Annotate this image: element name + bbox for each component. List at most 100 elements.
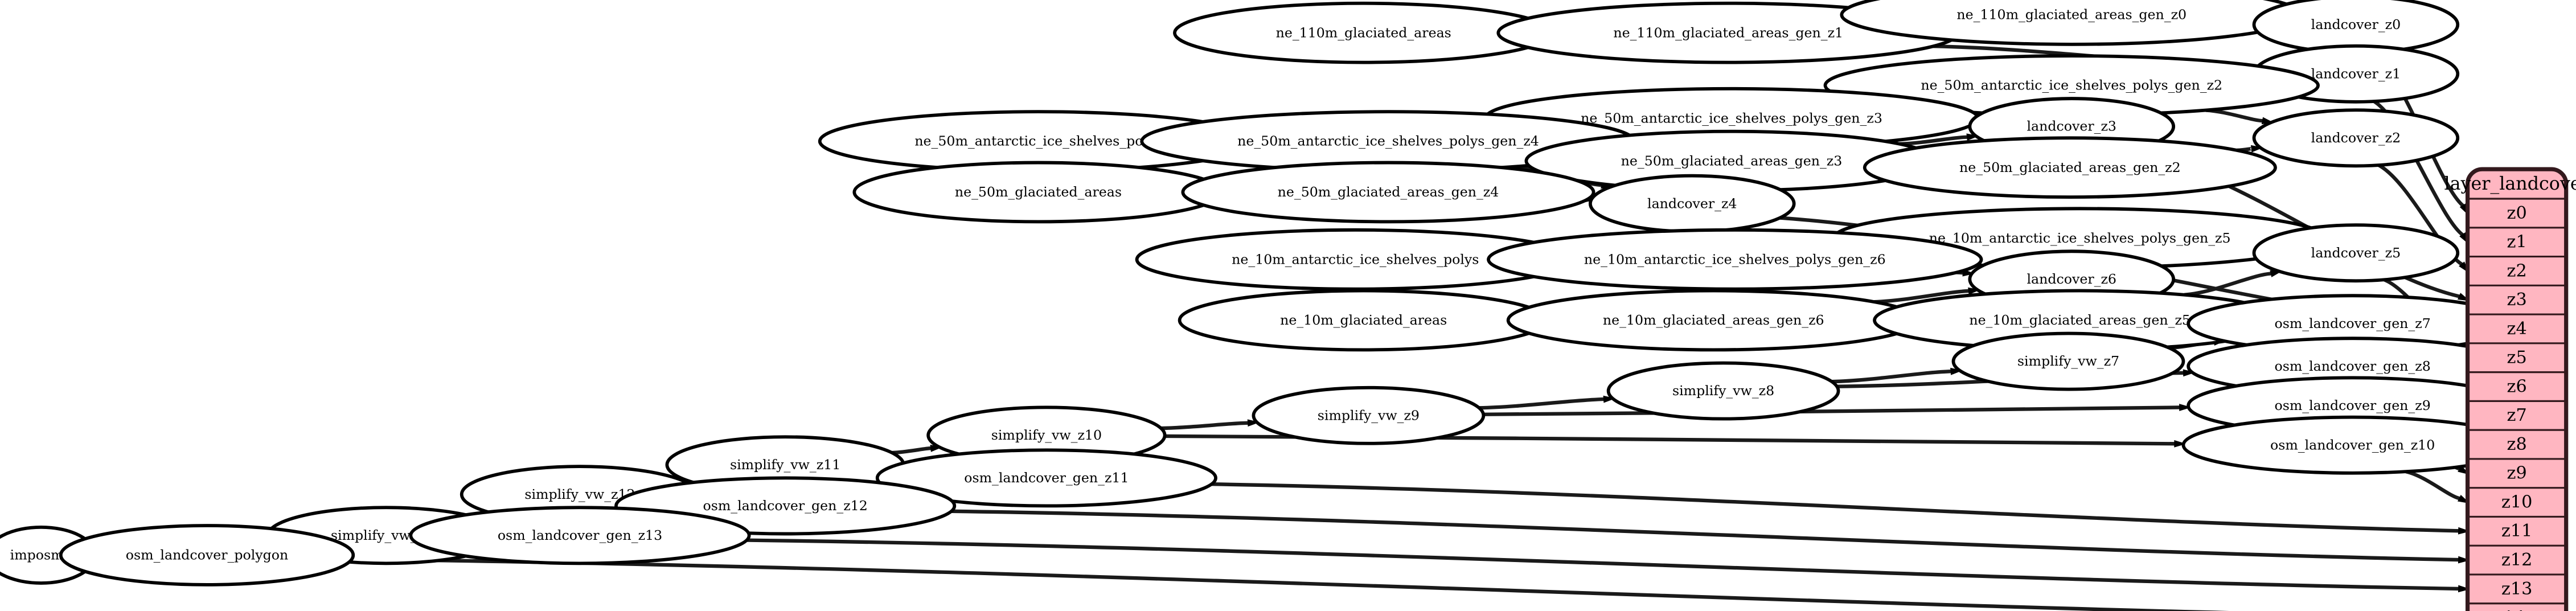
node-label: landcover_z4	[1647, 195, 1737, 211]
edge-arrowhead	[2458, 585, 2471, 593]
edge-simplify_vw_z8-to-simplify_vw_z7	[1831, 369, 1952, 384]
graph-node-ne_50m_antarctic_ice_shelves_polys_gen_z2[interactable]: ne_50m_antarctic_ice_shelves_polys_gen_z…	[1823, 54, 2320, 117]
node-ellipse	[1606, 361, 1840, 421]
node-label: osm_landcover_gen_z12	[703, 498, 867, 514]
node-ellipse	[2252, 223, 2460, 283]
node-ellipse	[409, 506, 751, 565]
graph-node-simplify_vw_z10[interactable]: simplify_vw_z10	[926, 405, 1167, 465]
edge-arrowhead	[2179, 404, 2192, 411]
graph-node-landcover_z5[interactable]: landcover_z5	[2252, 223, 2460, 283]
node-label: ne_50m_glaciated_areas_gen_z2	[1959, 159, 2181, 175]
record-node-title: layer_landcover	[2444, 174, 2576, 194]
graph-node-ne_10m_glaciated_areas_gen_z6[interactable]: ne_10m_glaciated_areas_gen_z6	[1506, 289, 1921, 352]
graph-node-ne_50m_antarctic_ice_shelves_polys[interactable]: ne_50m_antarctic_ice_shelves_polys	[818, 110, 1259, 173]
node-label: landcover_z2	[2311, 130, 2401, 146]
graph-node-ne_50m_glaciated_areas[interactable]: ne_50m_glaciated_areas	[852, 161, 1224, 224]
node-label: osm_landcover_polygon	[126, 547, 288, 563]
node-label: osm_landcover_gen_z9	[2274, 397, 2430, 413]
edge-osm_landcover_gen_z11-to-layer_landcover-z11	[1211, 482, 2459, 533]
node-label: simplify_vw_z11	[730, 457, 840, 473]
graph-node-ne_110m_glaciated_areas_gen_z0[interactable]: ne_110m_glaciated_areas_gen_z0	[1840, 0, 2303, 46]
node-label: landcover_z6	[2027, 271, 2116, 287]
graph-node-osm_landcover_gen_z7[interactable]: osm_landcover_gen_z7	[2187, 294, 2519, 354]
edge-arrowhead	[2458, 556, 2471, 564]
edge-simplify_vw_z10-to-simplify_vw_z9	[1160, 421, 1249, 430]
graph-node-osm_landcover_gen_z13[interactable]: osm_landcover_gen_z13	[409, 506, 751, 565]
node-ellipse	[2252, 108, 2460, 168]
record-node-layer: layer_landcoverz0z1z2z3z4z5z6z7z8z9z10z1…	[2444, 167, 2576, 611]
record-row-label-z8: z8	[2507, 434, 2527, 454]
node-label: ne_110m_glaciated_areas_gen_z0	[1956, 7, 2187, 23]
node-label: ne_10m_antarctic_ice_shelves_polys	[1232, 251, 1479, 267]
node-label: osm_landcover_gen_z7	[2274, 315, 2430, 331]
record-row-label-z14: z14+	[2494, 608, 2540, 611]
node-ellipse	[875, 448, 1217, 508]
graph-node-ne_10m_glaciated_areas_gen_z5[interactable]: ne_10m_glaciated_areas_gen_z5	[1873, 289, 2287, 352]
graph-node-ne_50m_antarctic_ice_shelves_polys_gen_z4[interactable]: ne_50m_antarctic_ice_shelves_polys_gen_z…	[1140, 110, 1636, 173]
node-label: ne_50m_glaciated_areas_gen_z4	[1278, 184, 1499, 200]
edge-arrowhead	[2183, 369, 2196, 377]
node-label: landcover_z1	[2311, 65, 2401, 81]
graph-node-simplify_vw_z9[interactable]: simplify_vw_z9	[1252, 386, 1486, 445]
node-label: landcover_z5	[2311, 245, 2401, 261]
edge-arrowhead	[1603, 395, 1616, 403]
node-label: osm_landcover_gen_z10	[2270, 437, 2435, 453]
edge-arrowhead	[2458, 527, 2471, 535]
graph-node-ne_50m_glaciated_areas_gen_z2[interactable]: ne_50m_glaciated_areas_gen_z2	[1863, 136, 2277, 199]
record-row-label-z3: z3	[2507, 290, 2527, 310]
node-label: ne_50m_glaciated_areas	[955, 184, 1122, 200]
record-row-label-z9: z9	[2507, 464, 2527, 483]
record-row-label-z2: z2	[2507, 261, 2527, 281]
record-row-label-z10: z10	[2501, 492, 2533, 512]
edge-osm_landcover_gen_z13-to-layer_landcover-z13	[746, 538, 2459, 591]
node-label: ne_50m_antarctic_ice_shelves_polys_gen_z…	[1237, 133, 1539, 149]
nodes-layer: ne_110m_glaciated_areas ne_110m_glaciated…	[0, 0, 2524, 587]
graph-node-ne_10m_antarctic_ice_shelves_polys_gen_z6[interactable]: ne_10m_antarctic_ice_shelves_polys_gen_z…	[1487, 228, 1983, 291]
node-label: simplify_vw_z7	[2017, 353, 2119, 369]
node-label: ne_50m_antarctic_ice_shelves_polys	[914, 133, 1162, 149]
edge-osm_landcover_polygon-to-layer_landcover-z14	[351, 557, 2229, 611]
edge-simplify_vw_z9-to-simplify_vw_z8	[1479, 397, 1605, 410]
record-row-label-z5: z5	[2507, 348, 2527, 368]
graph-node-osm_landcover_gen_z11[interactable]: osm_landcover_gen_z11	[875, 448, 1217, 508]
graph-node-ne_50m_glaciated_areas_gen_z4[interactable]: ne_50m_glaciated_areas_gen_z4	[1181, 161, 1595, 224]
graph-node-osm_landcover_gen_z10[interactable]: osm_landcover_gen_z10	[2181, 415, 2524, 475]
graph-node-landcover_z4[interactable]: landcover_z4	[1588, 174, 1796, 233]
record-row-label-z11: z11	[2501, 521, 2533, 541]
graph-node-landcover_z0[interactable]: landcover_z0	[2252, 0, 2460, 55]
edge-arrowhead	[1950, 367, 1963, 375]
node-ellipse	[1951, 331, 2185, 391]
node-label: ne_10m_glaciated_areas	[1280, 312, 1447, 328]
node-label: ne_10m_glaciated_areas_gen_z6	[1603, 312, 1824, 328]
edge-ne_50m_glaciated_areas_gen_z3-to-landcover_z3	[1899, 135, 1968, 146]
node-label: landcover_z0	[2311, 17, 2401, 32]
graph-node-landcover_z2[interactable]: landcover_z2	[2252, 108, 2460, 168]
edge-arrowhead	[2457, 495, 2471, 504]
node-label: simplify_vw_z10	[991, 427, 1102, 443]
node-label: ne_50m_glaciated_areas_gen_z3	[1621, 153, 1843, 169]
record-row-label-z0: z0	[2507, 203, 2527, 223]
node-label: osm_landcover_gen_z11	[964, 470, 1129, 486]
graph-node-simplify_vw_z7[interactable]: simplify_vw_z7	[1951, 331, 2185, 391]
graph-node-ne_110m_glaciated_areas[interactable]: ne_110m_glaciated_areas	[1173, 1, 1554, 64]
graph-node-simplify_vw_z8[interactable]: simplify_vw_z8	[1606, 361, 1840, 421]
edge-arrowhead	[2458, 465, 2470, 475]
node-label: osm_landcover_gen_z8	[2274, 358, 2430, 374]
record-row-label-z7: z7	[2507, 405, 2527, 425]
node-label: ne_10m_antarctic_ice_shelves_polys_gen_z…	[1929, 230, 2231, 246]
node-label: ne_10m_glaciated_areas_gen_z5	[1969, 312, 2191, 328]
node-label: ne_10m_antarctic_ice_shelves_polys_gen_z…	[1584, 251, 1886, 267]
node-label: simplify_vw_z9	[1318, 407, 1420, 423]
graph-node-ne_10m_antarctic_ice_shelves_polys[interactable]: ne_10m_antarctic_ice_shelves_polys	[1135, 228, 1576, 291]
graph-node-ne_10m_glaciated_areas[interactable]: ne_10m_glaciated_areas	[1178, 289, 1549, 352]
node-ellipse	[1863, 136, 2277, 199]
node-ellipse	[1181, 161, 1595, 224]
node-label: landcover_z3	[2027, 118, 2116, 134]
graph-node-osm_landcover_polygon[interactable]: osm_landcover_polygon	[59, 524, 355, 587]
edge-ne_10m_glaciated_areas_gen_z6-to-landcover_z6	[1874, 289, 1970, 304]
record-node-outline	[2465, 167, 2569, 611]
node-label: simplify_vw_z12	[524, 486, 635, 502]
record-row-label-z1: z1	[2507, 232, 2527, 252]
edge-arrowhead	[2457, 293, 2471, 301]
